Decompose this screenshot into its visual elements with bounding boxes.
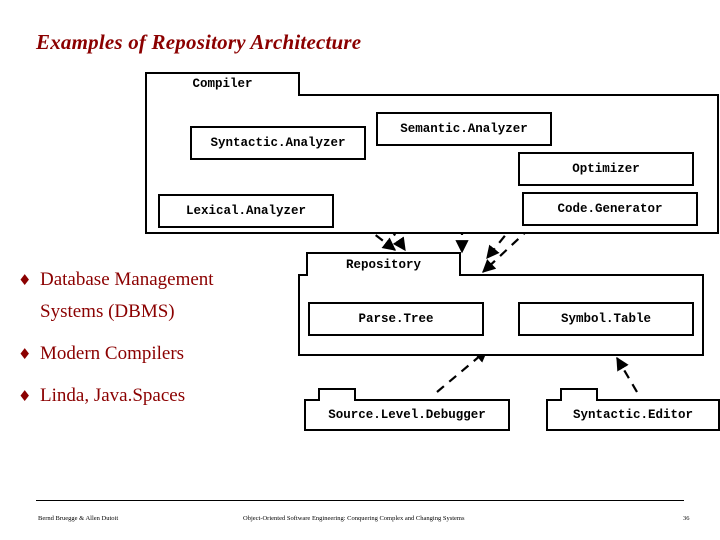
list-item: ♦ Database Management: [18, 265, 293, 295]
class-parse-tree: Parse.Tree: [308, 302, 484, 336]
class-symbol-table: Symbol.Table: [518, 302, 694, 336]
list-item-label: Modern Compilers: [40, 343, 185, 364]
bullet-list: ♦ Database Management Systems (DBMS) ♦ M…: [18, 265, 293, 413]
class-source-level-debugger: Source.Level.Debugger: [304, 399, 510, 431]
tab-seam-cover: [147, 93, 298, 96]
footer-book-title: Object-Oriented Software Engineering: Co…: [243, 515, 465, 522]
footer-divider: [36, 500, 684, 501]
class-lexical-analyzer: Lexical.Analyzer: [158, 194, 334, 228]
package-tab-source-level-debugger: [318, 388, 356, 400]
class-syntactic-analyzer: Syntactic.Analyzer: [190, 126, 366, 160]
bullet-diamond-icon: ♦: [18, 387, 32, 405]
package-tab-syntactic-editor: [560, 388, 598, 400]
footer-author: Bernd Bruegge & Allen Dutoit: [38, 515, 119, 522]
page-title: Examples of Repository Architecture: [36, 30, 362, 54]
bullet-diamond-icon: ♦: [18, 345, 32, 363]
tab-seam-cover-2: [308, 273, 459, 276]
list-item: ♦ Linda, Java.Spaces: [18, 381, 293, 411]
class-semantic-analyzer: Semantic.Analyzer: [376, 112, 552, 146]
package-label-repository: Repository: [345, 258, 421, 272]
footer-page-number: 36: [683, 515, 690, 522]
bullet-diamond-icon: ♦: [18, 271, 32, 289]
class-syntactic-editor: Syntactic.Editor: [546, 399, 720, 431]
list-item-label: Database Management: [40, 269, 214, 290]
package-tab-repository: [306, 252, 461, 276]
package-tab-compiler: [145, 72, 300, 96]
list-item-label: Linda, Java.Spaces: [40, 385, 186, 406]
tab-seam-cover-4: [562, 398, 596, 401]
tab-seam-cover-3: [320, 398, 354, 401]
list-item-label-continuation: Systems (DBMS): [40, 301, 175, 322]
class-code-generator: Code.Generator: [522, 192, 698, 226]
class-optimizer: Optimizer: [518, 152, 694, 186]
package-label-compiler: Compiler: [192, 77, 253, 91]
list-item: ♦ Modern Compilers: [18, 339, 293, 369]
